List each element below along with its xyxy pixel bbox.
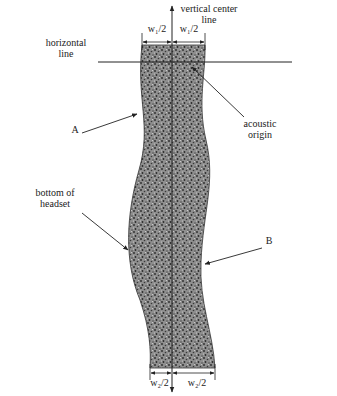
- leader-lines: [82, 67, 262, 264]
- dimension-label: w₂/2: [182, 378, 212, 389]
- point-label: B: [262, 236, 276, 247]
- dimension-label: w₁/2: [174, 24, 204, 35]
- line-label: horizontal line: [38, 38, 94, 59]
- part-label: bottom of headset: [22, 188, 88, 209]
- origin-label: acoustic origin: [232, 119, 288, 140]
- top-dimension: [142, 33, 205, 50]
- horizontal-line: [98, 62, 292, 63]
- dimension-label: w₂/2: [147, 378, 172, 389]
- point-label: A: [68, 125, 82, 136]
- dimension-label: w₁/2: [142, 24, 172, 35]
- center-line-label: vertical center line: [178, 4, 240, 25]
- vertical-center-line: [172, 6, 173, 392]
